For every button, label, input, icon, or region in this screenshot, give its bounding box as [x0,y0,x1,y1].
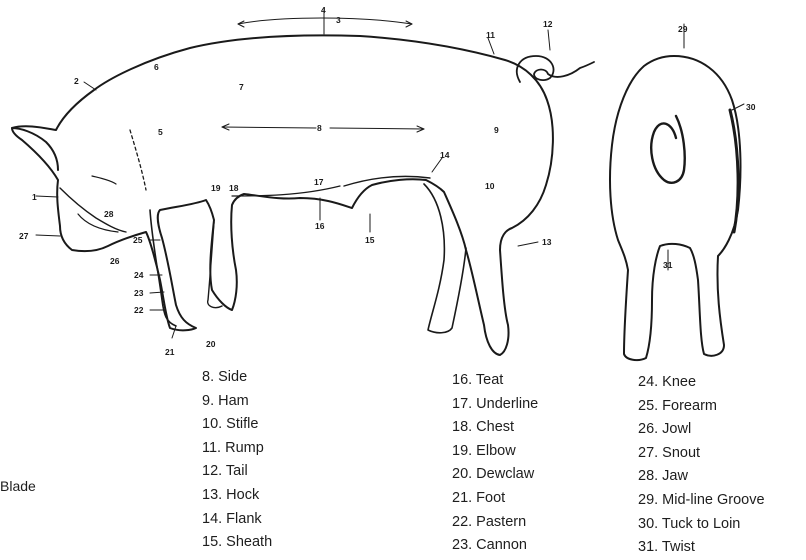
legend-item: 26. Jowl [638,418,765,442]
callout-10: 10 [485,181,495,191]
legend-item: 10. Stifle [202,413,272,437]
callout-8: 8 [317,123,322,133]
callout-7: 7 [239,82,244,92]
callout-27: 27 [19,231,29,241]
legend-column-2: 16. Teat 17. Underline 18. Chest 19. Elb… [452,369,538,558]
callout-12: 12 [543,19,553,29]
legend-item: 22. Pastern [452,511,538,535]
callout-2: 2 [74,76,79,86]
pig-ear [12,128,58,170]
callout-24: 24 [134,270,144,280]
legend-item: 18. Chest [452,416,538,440]
callout-15: 15 [365,235,375,245]
callout-23: 23 [134,288,144,298]
legend-column-3: 24. Knee 25. Forearm 26. Jowl 27. Snout … [638,371,765,560]
pig-rear-tail [651,116,684,183]
callout-26: 26 [110,256,120,266]
callout-31: 31 [663,260,673,270]
legend-item: 25. Forearm [638,395,765,419]
callout-17: 17 [314,177,324,187]
callout-16: 16 [315,221,325,231]
legend-item: 23. Cannon [452,534,538,558]
callout-4: 4 [321,5,326,15]
legend-item: 14. Flank [202,508,272,532]
callout-22: 22 [134,305,144,315]
topline-arrow [238,18,412,24]
callout-1: 1 [32,192,37,202]
callout-28: 28 [104,209,114,219]
callout-14: 14 [440,150,450,160]
legend-item: 16. Teat [452,369,538,393]
callout-30: 30 [746,102,756,112]
side-arrow [222,127,424,129]
legend-item: 28. Jaw [638,465,765,489]
callout-3: 3 [336,15,341,25]
callout-25: 25 [133,235,143,245]
legend-item: 8. Side [202,366,272,390]
legend-item: 9. Ham [202,390,272,414]
legend-item: 17. Underline [452,393,538,417]
legend-partial-blade: Blade [0,478,36,494]
pig-front-leg-near [150,210,176,326]
callout-18: 18 [229,183,239,193]
legend-item: 21. Foot [452,487,538,511]
callout-11: 11 [486,30,495,40]
callout-6: 6 [154,62,159,72]
callout-29: 29 [678,24,688,34]
pig-shoulder-crease [130,130,146,190]
legend-item: 12. Tail [202,460,272,484]
callout-5: 5 [158,127,163,137]
legend-item: 19. Elbow [452,440,538,464]
callout-13: 13 [542,237,552,247]
pig-rear-view [610,24,744,360]
pig-eye-line [92,176,116,184]
pig-rear-body-outline [610,56,740,360]
callout-21: 21 [165,347,175,357]
legend-item: 20. Dewclaw [452,463,538,487]
callout-20: 20 [206,339,216,349]
legend-item: 30. Tuck to Loin [638,513,765,537]
legend-item: 27. Snout [638,442,765,466]
callout-19: 19 [211,183,221,193]
legend-item: 24. Knee [638,371,765,395]
legend-item: 13. Hock [202,484,272,508]
legend-item: 15. Sheath [202,531,272,555]
legend-item: 29. Mid-line Groove [638,489,765,513]
legend-item: 31. Twist [638,536,765,560]
legend-item: 11. Rump [202,437,272,461]
pig-side-view [12,10,594,355]
pig-hind-leg-far [424,184,466,333]
legend-column-1: 8. Side 9. Ham 10. Stifle 11. Rump 12. T… [202,366,272,555]
pig-tail [517,56,594,82]
callout-9: 9 [494,125,499,135]
